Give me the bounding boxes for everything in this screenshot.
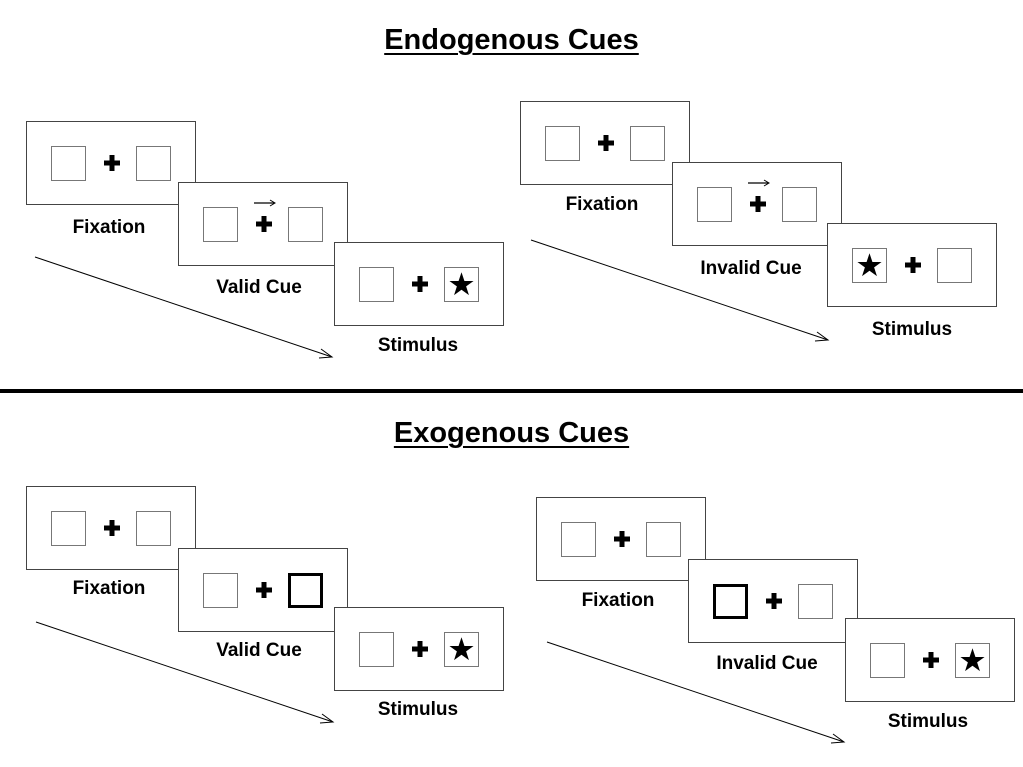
timeline-arrow — [35, 621, 334, 723]
left-target-box — [852, 248, 887, 283]
left-placeholder-box — [203, 207, 238, 242]
exo-valid-cue-label: Valid Cue — [216, 640, 302, 661]
fixation-cross-icon — [905, 257, 921, 273]
star-icon — [449, 637, 474, 661]
exo-invalid-fixation-frame — [536, 497, 706, 581]
right-placeholder-box — [798, 584, 833, 619]
fixation-cross-icon — [766, 593, 782, 609]
star-icon — [857, 253, 882, 277]
right-target-box — [955, 643, 990, 678]
exo-invalid-cue-frame — [688, 559, 858, 643]
exo-valid-fixation-label: Fixation — [72, 578, 146, 599]
exo-valid-stimulus-frame — [334, 607, 504, 691]
endo-valid-cue-label: Valid Cue — [216, 277, 302, 298]
right-placeholder-box — [288, 207, 323, 242]
left-placeholder-box — [697, 187, 732, 222]
left-placeholder-box — [870, 643, 905, 678]
right-placeholder-box — [630, 126, 665, 161]
fixation-cross-icon — [923, 652, 939, 668]
arrow-right-icon — [748, 179, 770, 187]
exo-valid-stimulus-label: Stimulus — [377, 699, 459, 720]
left-placeholder-box — [51, 511, 86, 546]
star-icon — [449, 272, 474, 296]
exo-valid-fixation-frame — [26, 486, 196, 570]
timeline-arrow — [530, 239, 829, 341]
fixation-cross-icon — [412, 276, 428, 292]
exo-invalid-stimulus-frame — [845, 618, 1015, 702]
left-placeholder-box — [359, 632, 394, 667]
fixation-cross-icon — [750, 196, 766, 212]
right-placeholder-box — [136, 146, 171, 181]
right-placeholder-box — [937, 248, 972, 283]
left-placeholder-box — [203, 573, 238, 608]
right-target-box — [444, 267, 479, 302]
endo-valid-stimulus-label: Stimulus — [377, 335, 459, 356]
endo-valid-cue-frame — [178, 182, 348, 266]
right-placeholder-box — [136, 511, 171, 546]
left-placeholder-box — [359, 267, 394, 302]
exogenous-title: Exogenous Cues — [393, 417, 630, 449]
left-placeholder-box — [51, 146, 86, 181]
fixation-cross-icon — [598, 135, 614, 151]
exo-invalid-fixation-label: Fixation — [581, 590, 655, 611]
endo-invalid-fixation-label: Fixation — [565, 194, 639, 215]
exo-valid-cue-frame — [178, 548, 348, 632]
fixation-cross-icon — [614, 531, 630, 547]
timeline-arrow-head — [319, 713, 335, 724]
endo-valid-fixation-label: Fixation — [72, 217, 146, 238]
right-placeholder-box — [646, 522, 681, 557]
timeline-arrow-head — [830, 733, 846, 744]
left-placeholder-box — [561, 522, 596, 557]
left-highlighted-box — [713, 584, 748, 619]
timeline-arrow — [34, 256, 333, 358]
arrow-right-icon — [254, 199, 276, 207]
endo-valid-fixation-frame — [26, 121, 196, 205]
fixation-cross-icon — [256, 216, 272, 232]
exo-invalid-cue-label: Invalid Cue — [716, 653, 818, 674]
right-highlighted-box — [288, 573, 323, 608]
right-target-box — [444, 632, 479, 667]
fixation-cross-icon — [256, 582, 272, 598]
section-divider — [0, 389, 1023, 393]
endo-invalid-stimulus-label: Stimulus — [871, 319, 953, 340]
endo-invalid-cue-label: Invalid Cue — [700, 258, 802, 279]
endo-invalid-fixation-frame — [520, 101, 690, 185]
right-placeholder-box — [782, 187, 817, 222]
star-icon — [960, 648, 985, 672]
left-placeholder-box — [545, 126, 580, 161]
fixation-cross-icon — [412, 641, 428, 657]
endo-invalid-stimulus-frame — [827, 223, 997, 307]
endo-invalid-cue-frame — [672, 162, 842, 246]
endogenous-title: Endogenous Cues — [384, 24, 639, 56]
fixation-cross-icon — [104, 520, 120, 536]
fixation-cross-icon — [104, 155, 120, 171]
timeline-arrow-head — [318, 348, 334, 359]
endo-valid-stimulus-frame — [334, 242, 504, 326]
exo-invalid-stimulus-label: Stimulus — [887, 711, 969, 732]
